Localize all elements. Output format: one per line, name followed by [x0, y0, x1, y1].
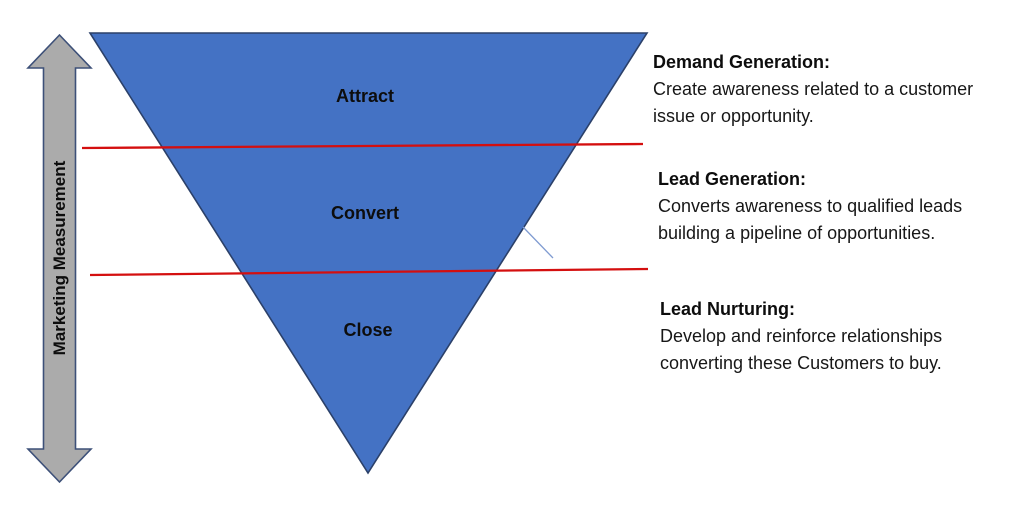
funnel-triangle: [88, 32, 649, 475]
annotation-lead-generation-body: Converts awareness to qualified leads bu…: [658, 196, 963, 243]
callout-line: [522, 226, 554, 259]
annotation-lead-nurturing: Lead Nurturing: Develop and reinforce re…: [660, 296, 990, 377]
annotation-demand-generation: Demand Generation: Create awareness rela…: [653, 49, 983, 130]
annotation-demand-generation-heading: Demand Generation:: [653, 52, 831, 72]
annotation-lead-generation-heading: Lead Generation:: [658, 169, 807, 189]
annotation-lead-nurturing-heading: Lead Nurturing:: [660, 299, 795, 319]
divider-line-top: [81, 142, 644, 150]
marketing-measurement-axis-label: Marketing Measurement: [50, 160, 69, 356]
divider-line-bottom: [89, 267, 649, 277]
stage-label-close: Close: [343, 320, 393, 340]
annotation-lead-nurturing-body: Develop and reinforce relationships conv…: [660, 326, 943, 373]
annotation-demand-generation-body: Create awareness related to a customer i…: [653, 79, 974, 126]
annotation-lead-generation: Lead Generation: Converts awareness to q…: [658, 166, 988, 247]
stage-label-attract: Attract: [335, 86, 394, 106]
measurement-arrow-shape: [26, 33, 93, 484]
stage-label-convert: Convert: [330, 203, 399, 223]
